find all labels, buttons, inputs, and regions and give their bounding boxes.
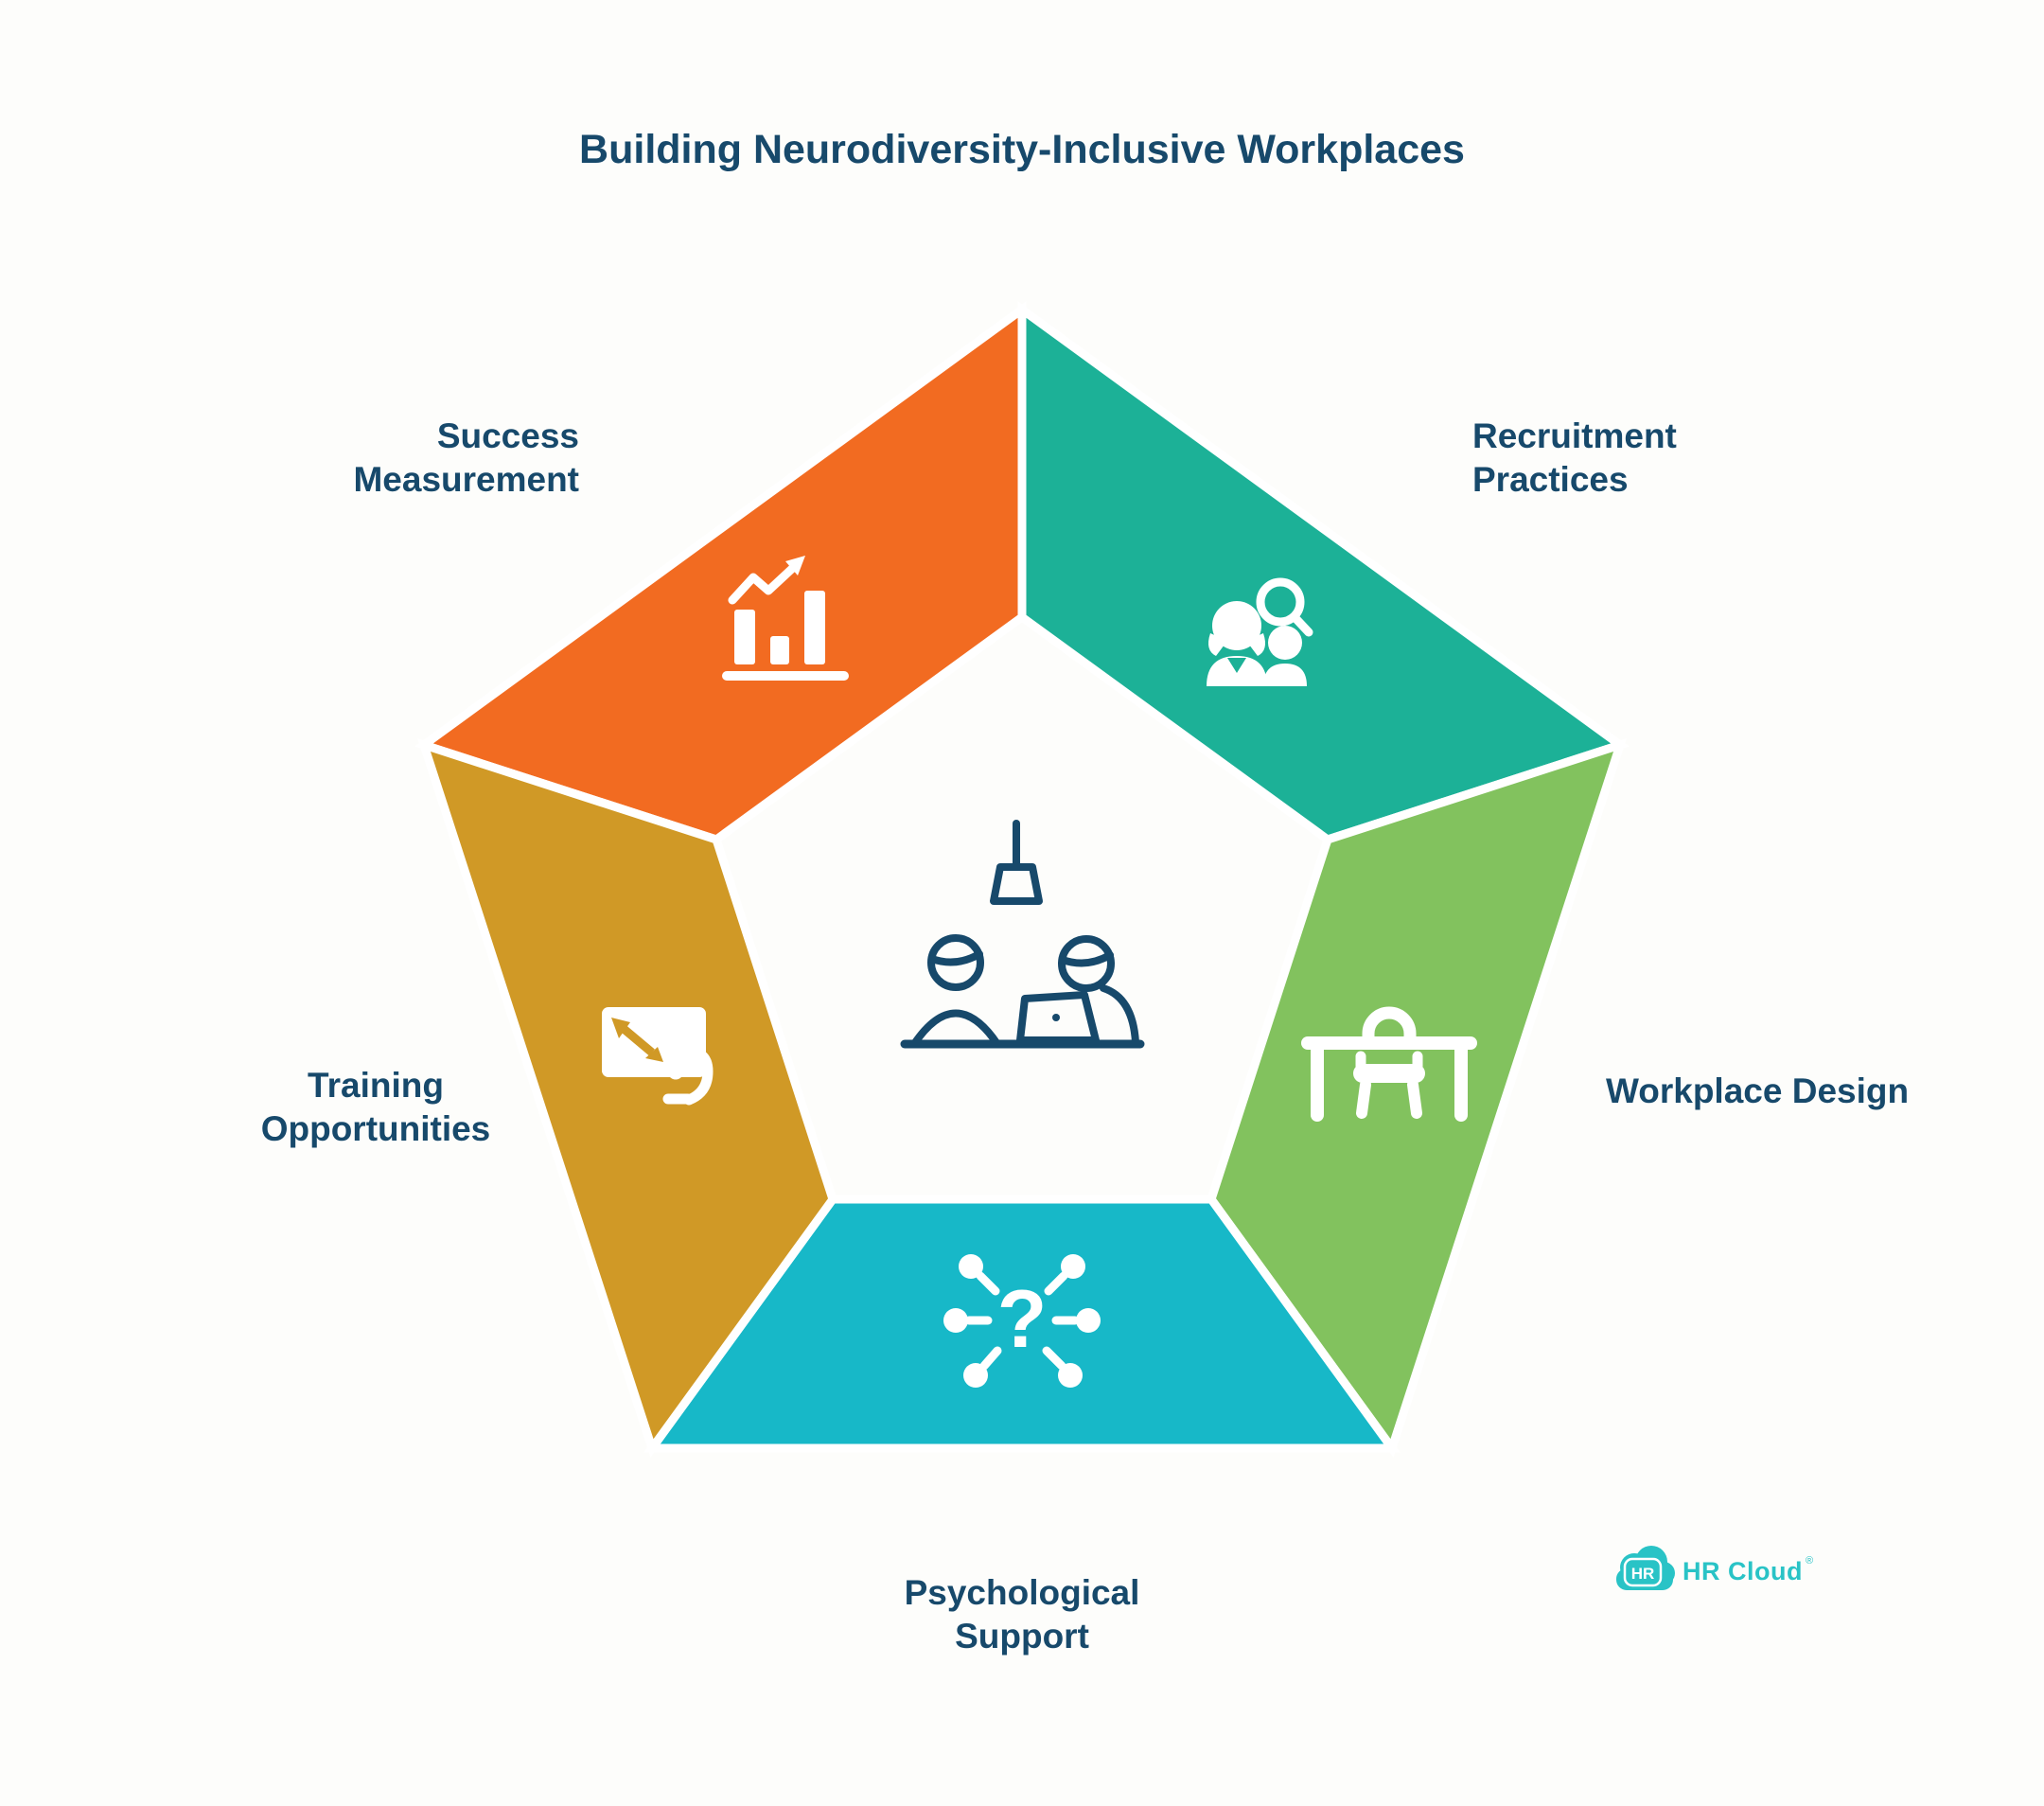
- segment-recruitment-practices: [1017, 301, 1630, 844]
- label-line: Success: [436, 416, 579, 455]
- segment-success-measurement: [414, 301, 1027, 844]
- label-psychological-support: Psychological Support: [856, 1571, 1188, 1658]
- label-line: Workplace Design: [1606, 1071, 1910, 1110]
- logo-badge-text: HR: [1631, 1565, 1655, 1583]
- hrcloud-logo: HR HR Cloud ®: [1616, 1546, 1813, 1590]
- label-success-measurement: Success Measurement: [248, 415, 579, 502]
- label-recruitment-practices: Recruitment Practices: [1472, 415, 1870, 502]
- segment-training-opportunities: [417, 738, 837, 1458]
- label-line: Recruitment: [1472, 416, 1677, 455]
- label-line: Support: [955, 1616, 1089, 1656]
- lamp-shade: [990, 863, 1043, 905]
- desk-chair-icon: [1301, 1006, 1477, 1122]
- bar-chart-growth-icon: [722, 556, 849, 681]
- label-line: Training: [308, 1066, 444, 1105]
- people-search-icon: [1207, 577, 1313, 686]
- right-person-shoulder: [1100, 984, 1139, 1046]
- right-person-head: [1058, 935, 1115, 992]
- logo-registered-mark: ®: [1806, 1555, 1813, 1567]
- label-workplace-design: Workplace Design: [1606, 1070, 2013, 1113]
- label-training-opportunities: Training Opportunities: [210, 1064, 541, 1151]
- logo-wordmark: HR Cloud: [1683, 1557, 1803, 1585]
- label-line: Opportunities: [260, 1108, 491, 1148]
- page-title: Building Neurodiversity-Inclusive Workpl…: [579, 127, 1465, 172]
- screen-touch-icon: [602, 1007, 714, 1106]
- left-person-shoulders: [910, 1009, 1001, 1048]
- label-line: Practices: [1472, 459, 1629, 499]
- question-network-icon: ?: [943, 1254, 1101, 1388]
- label-line: Psychological: [904, 1573, 1140, 1612]
- label-line: Measurement: [353, 459, 579, 499]
- left-person-head: [927, 934, 984, 991]
- logo-badge-frame: [1623, 1557, 1663, 1587]
- question-glyph: ?: [997, 1274, 1048, 1365]
- center-illustration-two-people-at-desk: [900, 820, 1145, 1049]
